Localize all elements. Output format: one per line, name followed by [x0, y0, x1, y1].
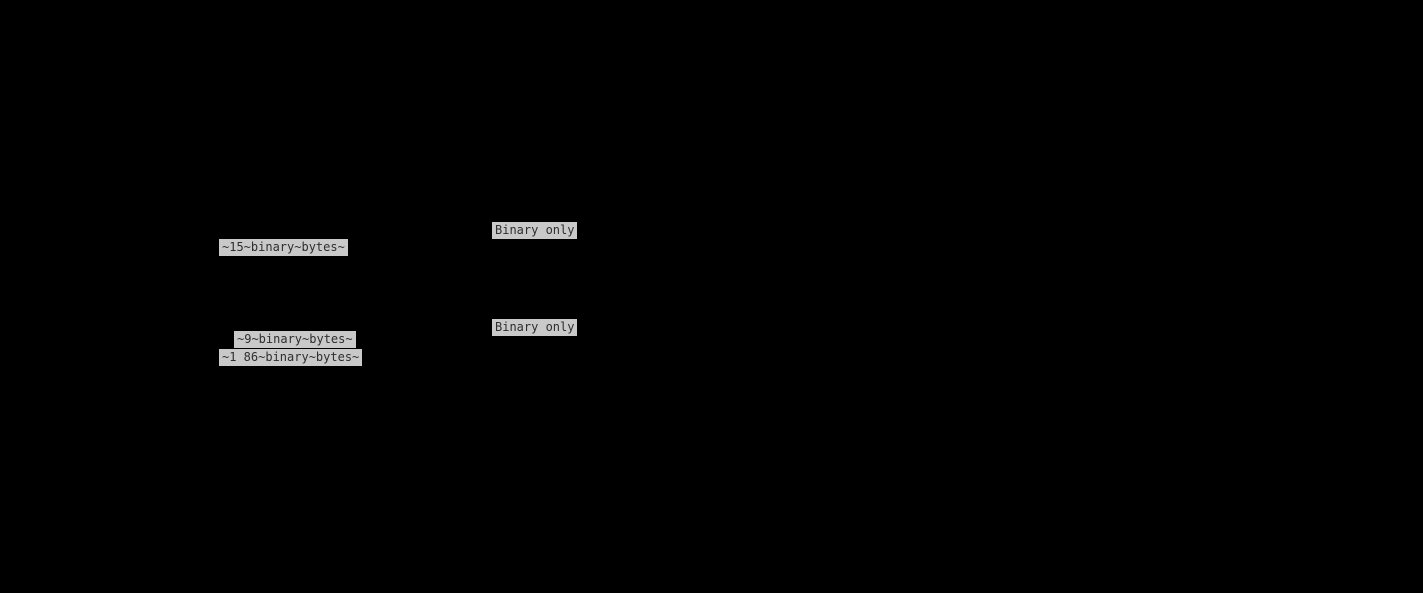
- binary-bytes-label-9: ~9~binary~bytes~: [234, 331, 356, 348]
- binary-bytes-label-15: ~15~binary~bytes~: [219, 239, 348, 256]
- binary-bytes-label-1-86: ~1 86~binary~bytes~: [219, 349, 363, 366]
- binary-only-label-bottom: Binary only: [492, 319, 578, 336]
- binary-only-label-top: Binary only: [492, 222, 578, 239]
